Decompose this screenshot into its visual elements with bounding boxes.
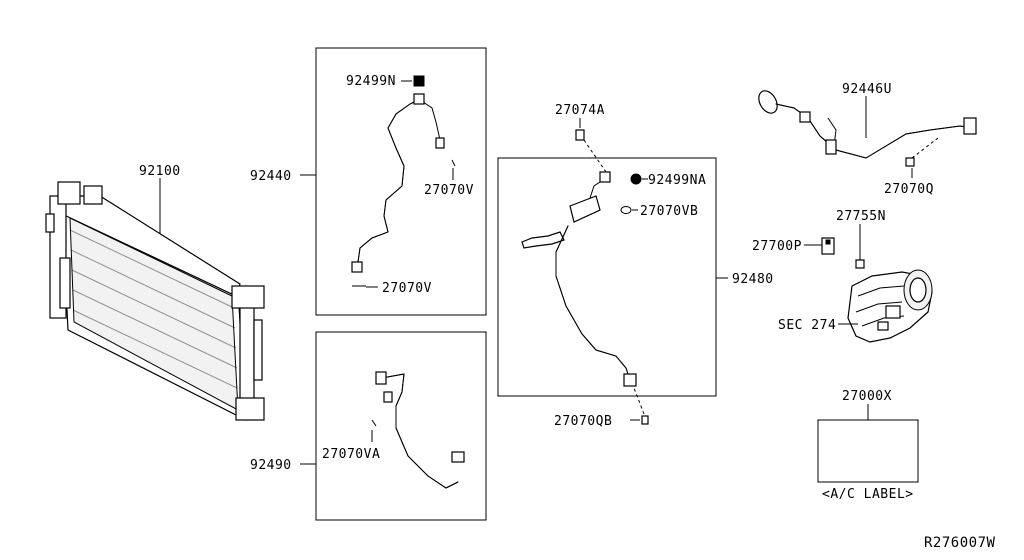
label-27070V-top: 27070V	[424, 183, 474, 198]
label-27700P: 27700P	[752, 239, 802, 254]
label-27755N: 27755N	[836, 209, 886, 224]
ac-label-box[interactable]	[817, 419, 919, 483]
label-27070VB: 27070VB	[640, 204, 698, 219]
hose-upper-box	[315, 47, 487, 316]
label-92480: 92480	[732, 272, 774, 287]
hose-upper-pipe[interactable]	[351, 93, 445, 273]
sensor-27700P[interactable]	[821, 237, 835, 255]
hose-lower-box	[315, 331, 487, 521]
hose-center-box	[497, 157, 717, 397]
label-27070QB: 27070QB	[554, 414, 612, 429]
oring-27070VB[interactable]	[620, 206, 632, 214]
ac-label-caption: <A/C LABEL>	[822, 487, 914, 502]
label-27074A: 27074A	[555, 103, 605, 118]
condenser-assembly[interactable]	[45, 181, 265, 422]
label-92499NA: 92499NA	[648, 173, 706, 188]
valve-cap-27755N[interactable]	[855, 259, 865, 269]
label-92440: 92440	[250, 169, 292, 184]
label-27000X: 27000X	[842, 389, 892, 404]
pipe-right-92446U[interactable]	[755, 88, 977, 159]
label-92490: 92490	[250, 458, 292, 473]
cap-92499NA[interactable]	[630, 173, 642, 185]
compressor[interactable]	[847, 269, 933, 343]
label-92499N: 92499N	[346, 74, 396, 89]
label-27070Q: 27070Q	[884, 182, 934, 197]
label-sec-274: SEC 274	[778, 318, 836, 333]
label-92100: 92100	[139, 164, 181, 179]
hose-lower-pipe[interactable]	[375, 371, 465, 489]
label-92446U: 92446U	[842, 82, 892, 97]
label-27070V-bottom: 27070V	[382, 281, 432, 296]
cap-92499N[interactable]	[413, 75, 425, 87]
bolt-27074A[interactable]	[575, 129, 585, 141]
diagram-code: R276007W	[924, 535, 996, 551]
label-27070VA: 27070VA	[322, 447, 380, 462]
oring-27070Q[interactable]	[905, 157, 915, 167]
hose-center-pipe[interactable]	[521, 171, 637, 387]
oring-27070QB[interactable]	[641, 415, 649, 425]
oring-27070VA[interactable]	[371, 419, 377, 427]
oring-27070V-top[interactable]	[451, 159, 456, 167]
